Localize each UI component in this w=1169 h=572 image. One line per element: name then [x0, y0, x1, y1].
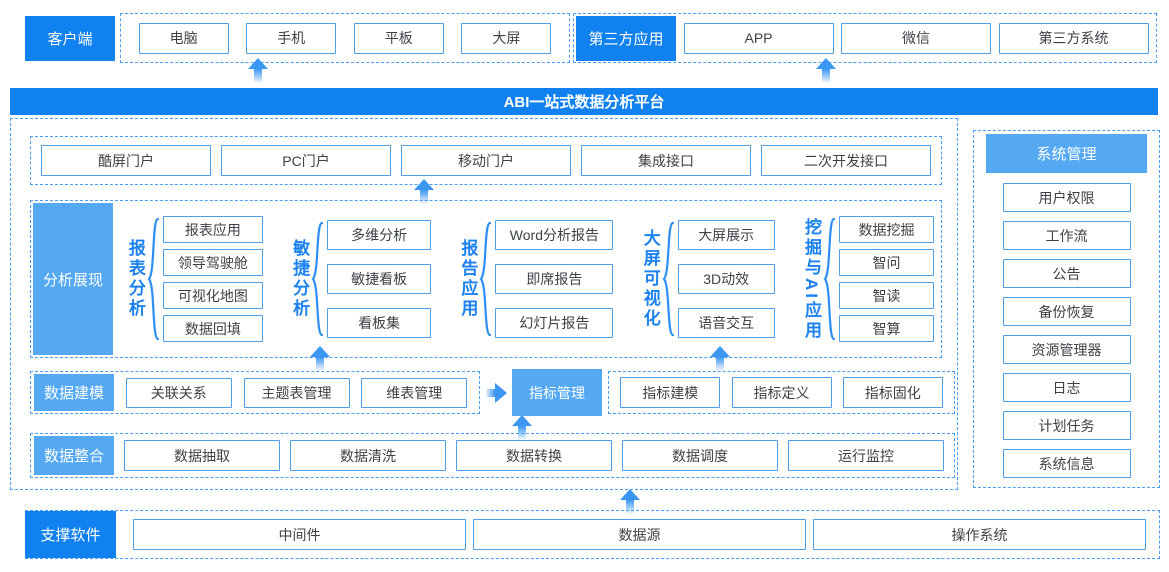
analysis-groups: 报表分析 报表应用领导驾驶舱可视化地图数据回填 敏捷分析 多维分析敏捷看板看板集…: [118, 203, 942, 355]
portal-box: 集成接口: [581, 145, 751, 176]
analysis-group-reporting: 报告应用 Word分析报告即席报告幻灯片报告: [458, 220, 614, 338]
brace-icon: [311, 221, 324, 337]
analysis-item-box: 幻灯片报告: [495, 308, 614, 338]
analysis-item-box: Word分析报告: [495, 220, 614, 250]
portal-box: 移动门户: [401, 145, 571, 176]
modeling-item-box: 主题表管理: [243, 377, 350, 408]
analysis-group-label: 大屏可视化: [640, 229, 660, 329]
integration-item-box: 数据抽取: [124, 440, 280, 471]
analysis-item-box: 智读: [838, 282, 934, 309]
client-device-box: 大屏: [461, 22, 552, 54]
third-party-section-label: 第三方应用: [576, 15, 676, 61]
integration-item-box: 数据调度: [622, 440, 778, 471]
portal-box: 二次开发接口: [761, 145, 931, 176]
analysis-item-box: 智算: [838, 315, 934, 342]
third-party-box: APP: [683, 22, 834, 54]
support-section-label: 支撑软件: [25, 511, 116, 558]
client-device-box: 手机: [246, 22, 337, 54]
integration-section: 数据整合 数据抽取数据清洗数据转换数据调度运行监控: [30, 433, 955, 478]
third-party-box: 第三方系统: [998, 22, 1149, 54]
indicator-item-box: 指标建模: [620, 377, 721, 408]
support-software-section: 支撑软件 中间件数据源操作系统: [25, 510, 1160, 559]
analysis-item-box: 数据回填: [162, 315, 263, 342]
support-items: 中间件数据源操作系统: [126, 511, 1153, 558]
analysis-group-label: 敏捷分析: [290, 239, 310, 319]
support-item-box: 中间件: [133, 519, 466, 550]
brace-icon: [823, 217, 836, 341]
system-item-box: 用户权限: [1002, 183, 1131, 212]
system-item-box: 公告: [1002, 259, 1131, 288]
support-item-box: 操作系统: [813, 519, 1146, 550]
system-item-box: 系统信息: [1002, 449, 1131, 478]
right-arrow-icon: [486, 383, 507, 403]
analysis-item-box: 大屏展示: [677, 220, 775, 250]
analysis-group-bigscreen: 大屏可视化 大屏展示 3D动效语音交互: [641, 220, 775, 338]
analysis-item-box: 3D动效: [677, 264, 775, 294]
support-item-box: 数据源: [473, 519, 806, 550]
analysis-group-label: 报表分析: [125, 239, 145, 319]
up-arrow-icon: [248, 58, 268, 83]
client-device-box: 电脑: [138, 22, 229, 54]
platform-banner: ABI一站式数据分析平台: [10, 88, 1158, 115]
portal-box: PC门户: [221, 145, 391, 176]
indicator-section: 指标建模指标定义指标固化: [608, 371, 955, 414]
client-section-label: 客户端: [25, 16, 115, 61]
integration-item-box: 运行监控: [788, 440, 944, 471]
indicator-item-box: 指标定义: [731, 377, 832, 408]
modeling-items: 关联关系主题表管理维表管理: [114, 377, 479, 408]
up-arrow-icon: [310, 346, 330, 371]
system-management-panel: 系统管理 用户权限工作流公告备份恢复资源管理器日志计划任务系统信息: [973, 130, 1160, 488]
brace-icon: [662, 221, 674, 337]
analysis-group-mining-ai: 挖掘与AI应用 数据挖掘智问智读智算: [802, 216, 934, 342]
analysis-group-label: 报告应用: [458, 239, 478, 319]
integration-items: 数据抽取数据清洗数据转换数据调度运行监控: [114, 440, 954, 471]
portal-box: 酷屏门户: [41, 145, 211, 176]
analysis-item-box: 领导驾驶舱: [162, 249, 263, 276]
analysis-group-agile: 敏捷分析 多维分析敏捷看板看板集: [290, 220, 432, 338]
analysis-item-box: 语音交互: [677, 308, 775, 338]
analysis-group-report: 报表分析 报表应用领导驾驶舱可视化地图数据回填: [126, 216, 263, 342]
analysis-item-box: 多维分析: [327, 220, 432, 250]
client-devices-group: 电脑手机平板大屏: [120, 13, 570, 63]
indicator-management-box: 指标管理: [512, 369, 602, 416]
system-item-box: 资源管理器: [1002, 335, 1131, 364]
system-item-box: 工作流: [1002, 221, 1131, 250]
platform-container: [10, 118, 958, 490]
analysis-section-label: 分析展现: [33, 203, 113, 355]
integration-section-label: 数据整合: [34, 436, 114, 475]
analysis-section: [30, 200, 942, 358]
indicator-item-box: 指标固化: [842, 377, 943, 408]
client-device-box: 平板: [353, 22, 444, 54]
integration-item-box: 数据转换: [456, 440, 612, 471]
analysis-item-box: 敏捷看板: [327, 264, 432, 294]
up-arrow-icon: [414, 179, 434, 204]
third-party-box: 微信: [841, 22, 991, 54]
up-arrow-icon: [816, 58, 836, 83]
analysis-item-box: 看板集: [327, 308, 432, 338]
brace-icon: [479, 221, 492, 337]
analysis-item-box: 即席报告: [495, 264, 614, 294]
system-management-header: 系统管理: [986, 134, 1147, 173]
system-item-box: 备份恢复: [1002, 297, 1131, 326]
analysis-item-box: 报表应用: [162, 216, 263, 243]
system-management-items: 用户权限工作流公告备份恢复资源管理器日志计划任务系统信息: [1002, 183, 1131, 478]
analysis-item-box: 智问: [838, 249, 934, 276]
portal-row: 酷屏门户 PC门户移动门户集成接口二次开发接口: [30, 136, 942, 185]
system-item-box: 计划任务: [1002, 411, 1131, 440]
modeling-section-label: 数据建模: [34, 374, 114, 411]
analysis-item-box: 数据挖掘: [838, 216, 934, 243]
modeling-section: 数据建模 关联关系主题表管理维表管理: [30, 371, 480, 414]
system-item-box: 日志: [1002, 373, 1131, 402]
modeling-item-box: 维表管理: [361, 377, 468, 408]
up-arrow-icon: [710, 346, 730, 371]
brace-icon: [147, 217, 159, 341]
analysis-group-label: 挖掘与AI应用: [801, 217, 821, 341]
modeling-item-box: 关联关系: [125, 377, 232, 408]
integration-item-box: 数据清洗: [290, 440, 446, 471]
up-arrow-icon: [620, 489, 640, 514]
analysis-item-box: 可视化地图: [162, 282, 263, 309]
